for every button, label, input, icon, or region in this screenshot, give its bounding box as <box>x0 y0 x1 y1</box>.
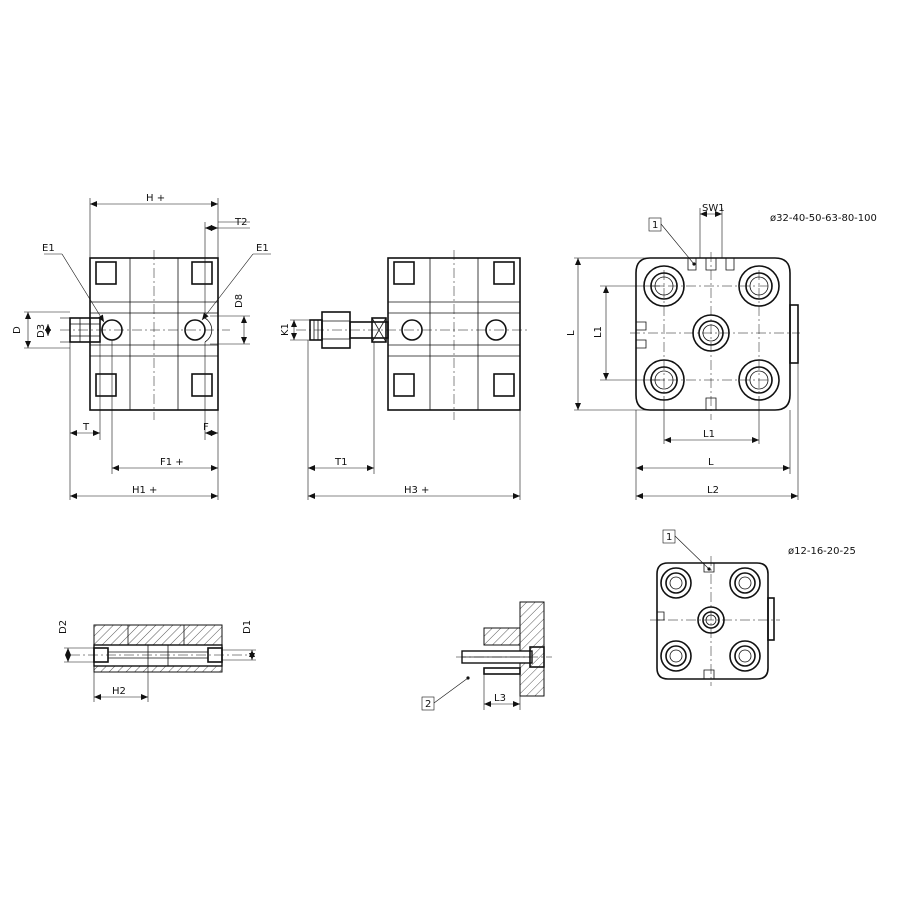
label-e1-left: E1 <box>42 243 55 254</box>
dim-label-h1: H1 + <box>132 485 157 496</box>
dim-label-h2: H2 <box>112 686 126 697</box>
section-view-l3: L3 2 <box>421 601 552 711</box>
dim-label-l3: L3 <box>494 693 506 704</box>
dim-label-d1: D1 <box>242 620 253 634</box>
dim-label-l2: L2 <box>707 485 719 496</box>
callout-2: 2 <box>425 699 431 710</box>
dim-label-t1: T1 <box>334 457 347 468</box>
small-tie-rod-holes <box>660 567 761 672</box>
dim-label-t: T <box>82 422 90 433</box>
side-view-ports: H + T2 E1 E1 D D3 D8 T F F1 + H1 + <box>12 193 271 500</box>
dim-label-f1: F1 + <box>160 457 184 468</box>
bore-sizes-large: ø32-40-50-63-80-100 <box>770 213 877 224</box>
dim-label-t2: T2 <box>234 217 247 228</box>
bore-sizes-small: ø12-16-20-25 <box>788 546 856 557</box>
dim-label-d: D <box>12 326 23 334</box>
dim-label-l-horizontal: L <box>708 457 714 468</box>
front-view-large: 1 SW1 ø32-40-50-63-80-100 L L1 L1 L L2 <box>566 203 877 500</box>
dim-label-l1-vertical: L1 <box>593 326 604 338</box>
callout-box-1-small <box>662 529 676 544</box>
side-view-rod: K1 T1 H3 + <box>280 250 530 500</box>
dim-label-k1: K1 <box>280 323 291 336</box>
dim-label-sw1: SW1 <box>702 203 725 214</box>
callout-1-small: 1 <box>666 532 672 543</box>
dim-label-d2: D2 <box>58 620 69 634</box>
dim-label-d3: D3 <box>36 324 47 338</box>
dim-label-h: H + <box>146 193 165 204</box>
front-view-small: 1 ø12-16-20-25 <box>650 529 856 686</box>
callout-box-2 <box>421 696 435 711</box>
dim-label-d8: D8 <box>234 294 245 308</box>
label-e1-right: E1 <box>256 243 269 254</box>
callout-box-1-large <box>648 217 662 232</box>
dim-label-l-vertical: L <box>566 330 577 336</box>
dim-label-h3: H3 + <box>404 485 429 496</box>
dim-label-l1-horizontal: L1 <box>703 429 715 440</box>
section-view-mounting: D2 D1 H2 <box>58 620 256 702</box>
callout-1-large: 1 <box>652 220 658 231</box>
dim-label-f: F <box>203 422 209 433</box>
